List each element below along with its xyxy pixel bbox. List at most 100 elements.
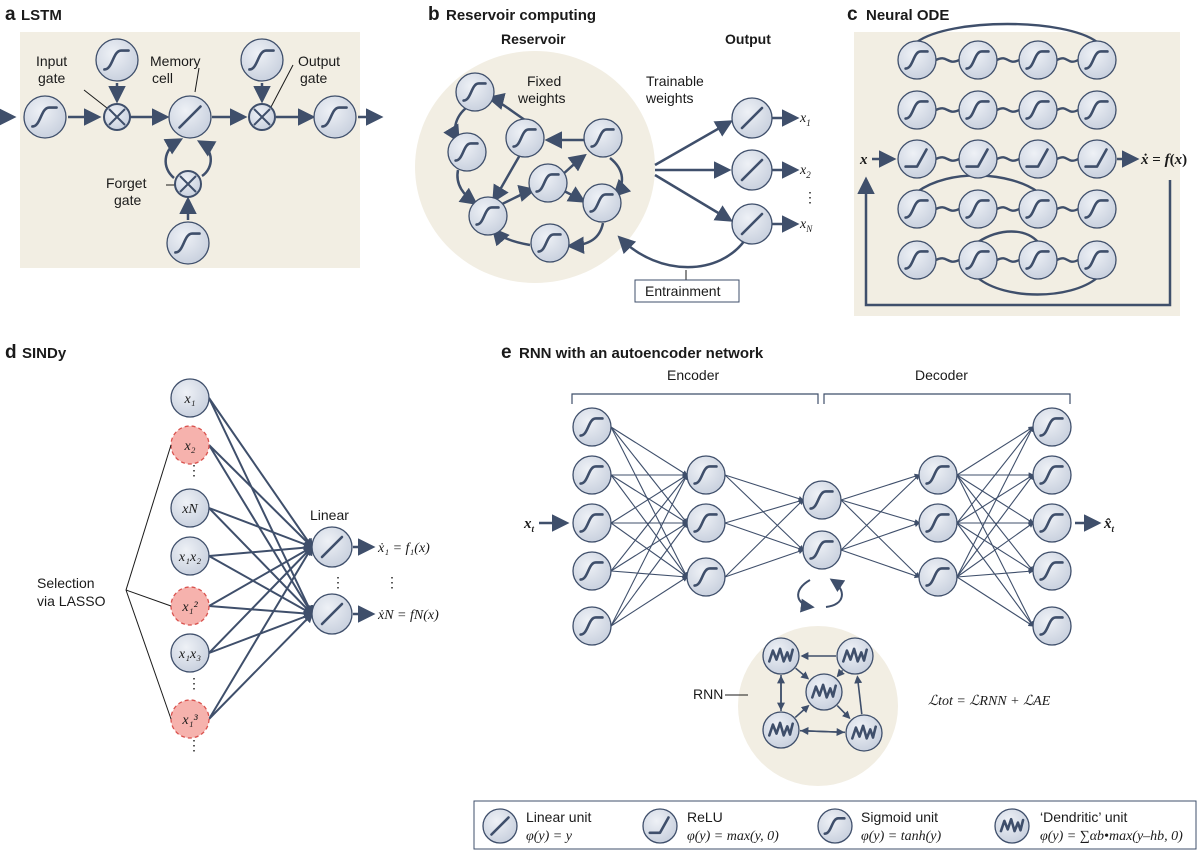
panel-c-letter: c [847,4,858,25]
ae-unit-l5-5 [1032,606,1072,646]
lstm-input-gate-pointer [83,89,108,109]
ode-unit-r1-c2 [958,40,998,80]
legend-sigmoid-name: Sigmoid unit [861,809,938,825]
fixed-weights-label-2: weights [517,90,565,106]
ae-unit-l1-3 [572,503,612,543]
sindy-ellipsis: ⋮ [187,675,201,691]
sindy-library-unit-4: x₁x₂ [170,536,210,576]
ae-unit-l4-1 [918,455,958,495]
legend-relu-formula: φ(y) = max(y, 0) [687,829,779,844]
reservoir-unit-1 [455,72,495,112]
ode-unit-r3-c2 [958,139,998,179]
ae-unit-l1-5 [572,606,612,646]
ode-link [935,257,960,263]
ae-unit-l1-4 [572,551,612,591]
rnn-loop-right [825,578,846,608]
ode-link [1056,257,1079,263]
rnn-unit-5 [845,714,883,752]
sindy-link [208,545,314,654]
ae-link [610,474,688,572]
ae-unit-l5-1 [1032,407,1072,447]
ode-unit-r4-c1 [897,189,937,229]
ae-link [610,522,688,627]
output-heading: Output [725,31,771,47]
sindy-selection-line [125,444,172,591]
panel-b-title: Reservoir computing [446,7,596,24]
legend-relu-name: ReLU [687,809,723,825]
legend-linear-name: Linear unit [526,809,591,825]
sindy-library-term: x₂ [183,439,195,454]
reservoir-unit-3 [505,118,545,158]
lstm-memory-cell-label-2: cell [152,70,173,86]
reservoir-unit-5 [528,163,568,203]
ae-unit-l1-2 [572,455,612,495]
res-arrow-2 [456,169,478,206]
ae-link [610,474,688,578]
node-output-formula: ẋ = f(x) [1140,152,1187,168]
encoder-label: Encoder [667,367,719,383]
ode-unit-r1-c1 [897,40,937,80]
sindy-library-term: x₁³ [181,713,198,728]
ae-unit-l2-1 [686,455,726,495]
ae-unit-l3-2 [802,530,842,570]
ode-link [996,57,1020,63]
sindy-out-N: ẋN = fN(x) [377,608,439,623]
rnn-link [800,726,846,735]
ode-unit-r4-c4 [1077,189,1117,229]
ae-unit-l5-4 [1032,551,1072,591]
sindy-mid-ellipsis: ⋮ [331,574,345,590]
ode-skip-link [916,22,1098,43]
sindy-library-unit-5: x₁² [170,586,210,626]
legend-linear-formula: φ(y) = y [526,829,573,844]
ae-link [610,474,688,627]
ae-link [724,499,804,578]
ae-unit-l4-3 [918,557,958,597]
train-arrow-3 [654,173,734,222]
panel-e-letter: e [501,342,512,363]
ae-link [610,576,688,627]
lstm-output-gate-label-2: gate [300,70,327,86]
legend-sigmoid-formula: φ(y) = tanh(y) [861,829,941,844]
panel-b-letter: b [428,4,440,25]
lstm-forget-gate-label: Forget [106,175,147,191]
res-arrow-10 [566,222,605,255]
ode-unit-r5-c1 [897,240,937,280]
legend-relu-icon [642,808,678,844]
legend-linear-icon [482,808,518,844]
decoder-bracket [823,393,1071,404]
ae-link [610,522,688,572]
lstm-forget-gate-unit [166,221,210,265]
panel-d-letter: d [5,342,17,363]
ode-unit-r2-c3 [1018,90,1058,130]
node-input-label: x [859,152,868,168]
ae-link [610,426,688,476]
sindy-selection-label-2: via LASSO [37,593,106,609]
output-unit-1 [731,97,773,139]
rnn-unit-2 [836,637,874,675]
output-xN: xN [799,217,813,234]
rnn-unit-3 [805,673,843,711]
ae-link [724,474,804,551]
lstm-input-gate-label-2: gate [38,70,65,86]
ode-link [935,156,960,162]
reservoir-unit-7 [468,196,508,236]
sindy-library-term: x₁x₂ [178,550,201,565]
legend-dendritic-icon [994,808,1030,844]
ae-link [724,474,805,502]
ode-unit-r4-c3 [1018,189,1058,229]
ae-link [724,498,805,524]
ae-link [724,522,805,552]
sindy-library-unit-3: xN [170,488,210,528]
sindy-link [208,605,314,619]
reservoir-heading: Reservoir [501,31,566,47]
lstm-loop-right [196,140,217,178]
ode-link [935,107,960,113]
sindy-link [208,507,314,549]
ode-link [1056,107,1079,113]
lstm-output-gate-label: Output [298,53,340,69]
ae-link [840,499,921,525]
sindy-link [208,546,314,607]
ode-link [996,107,1020,113]
reservoir-unit-8 [530,223,570,263]
